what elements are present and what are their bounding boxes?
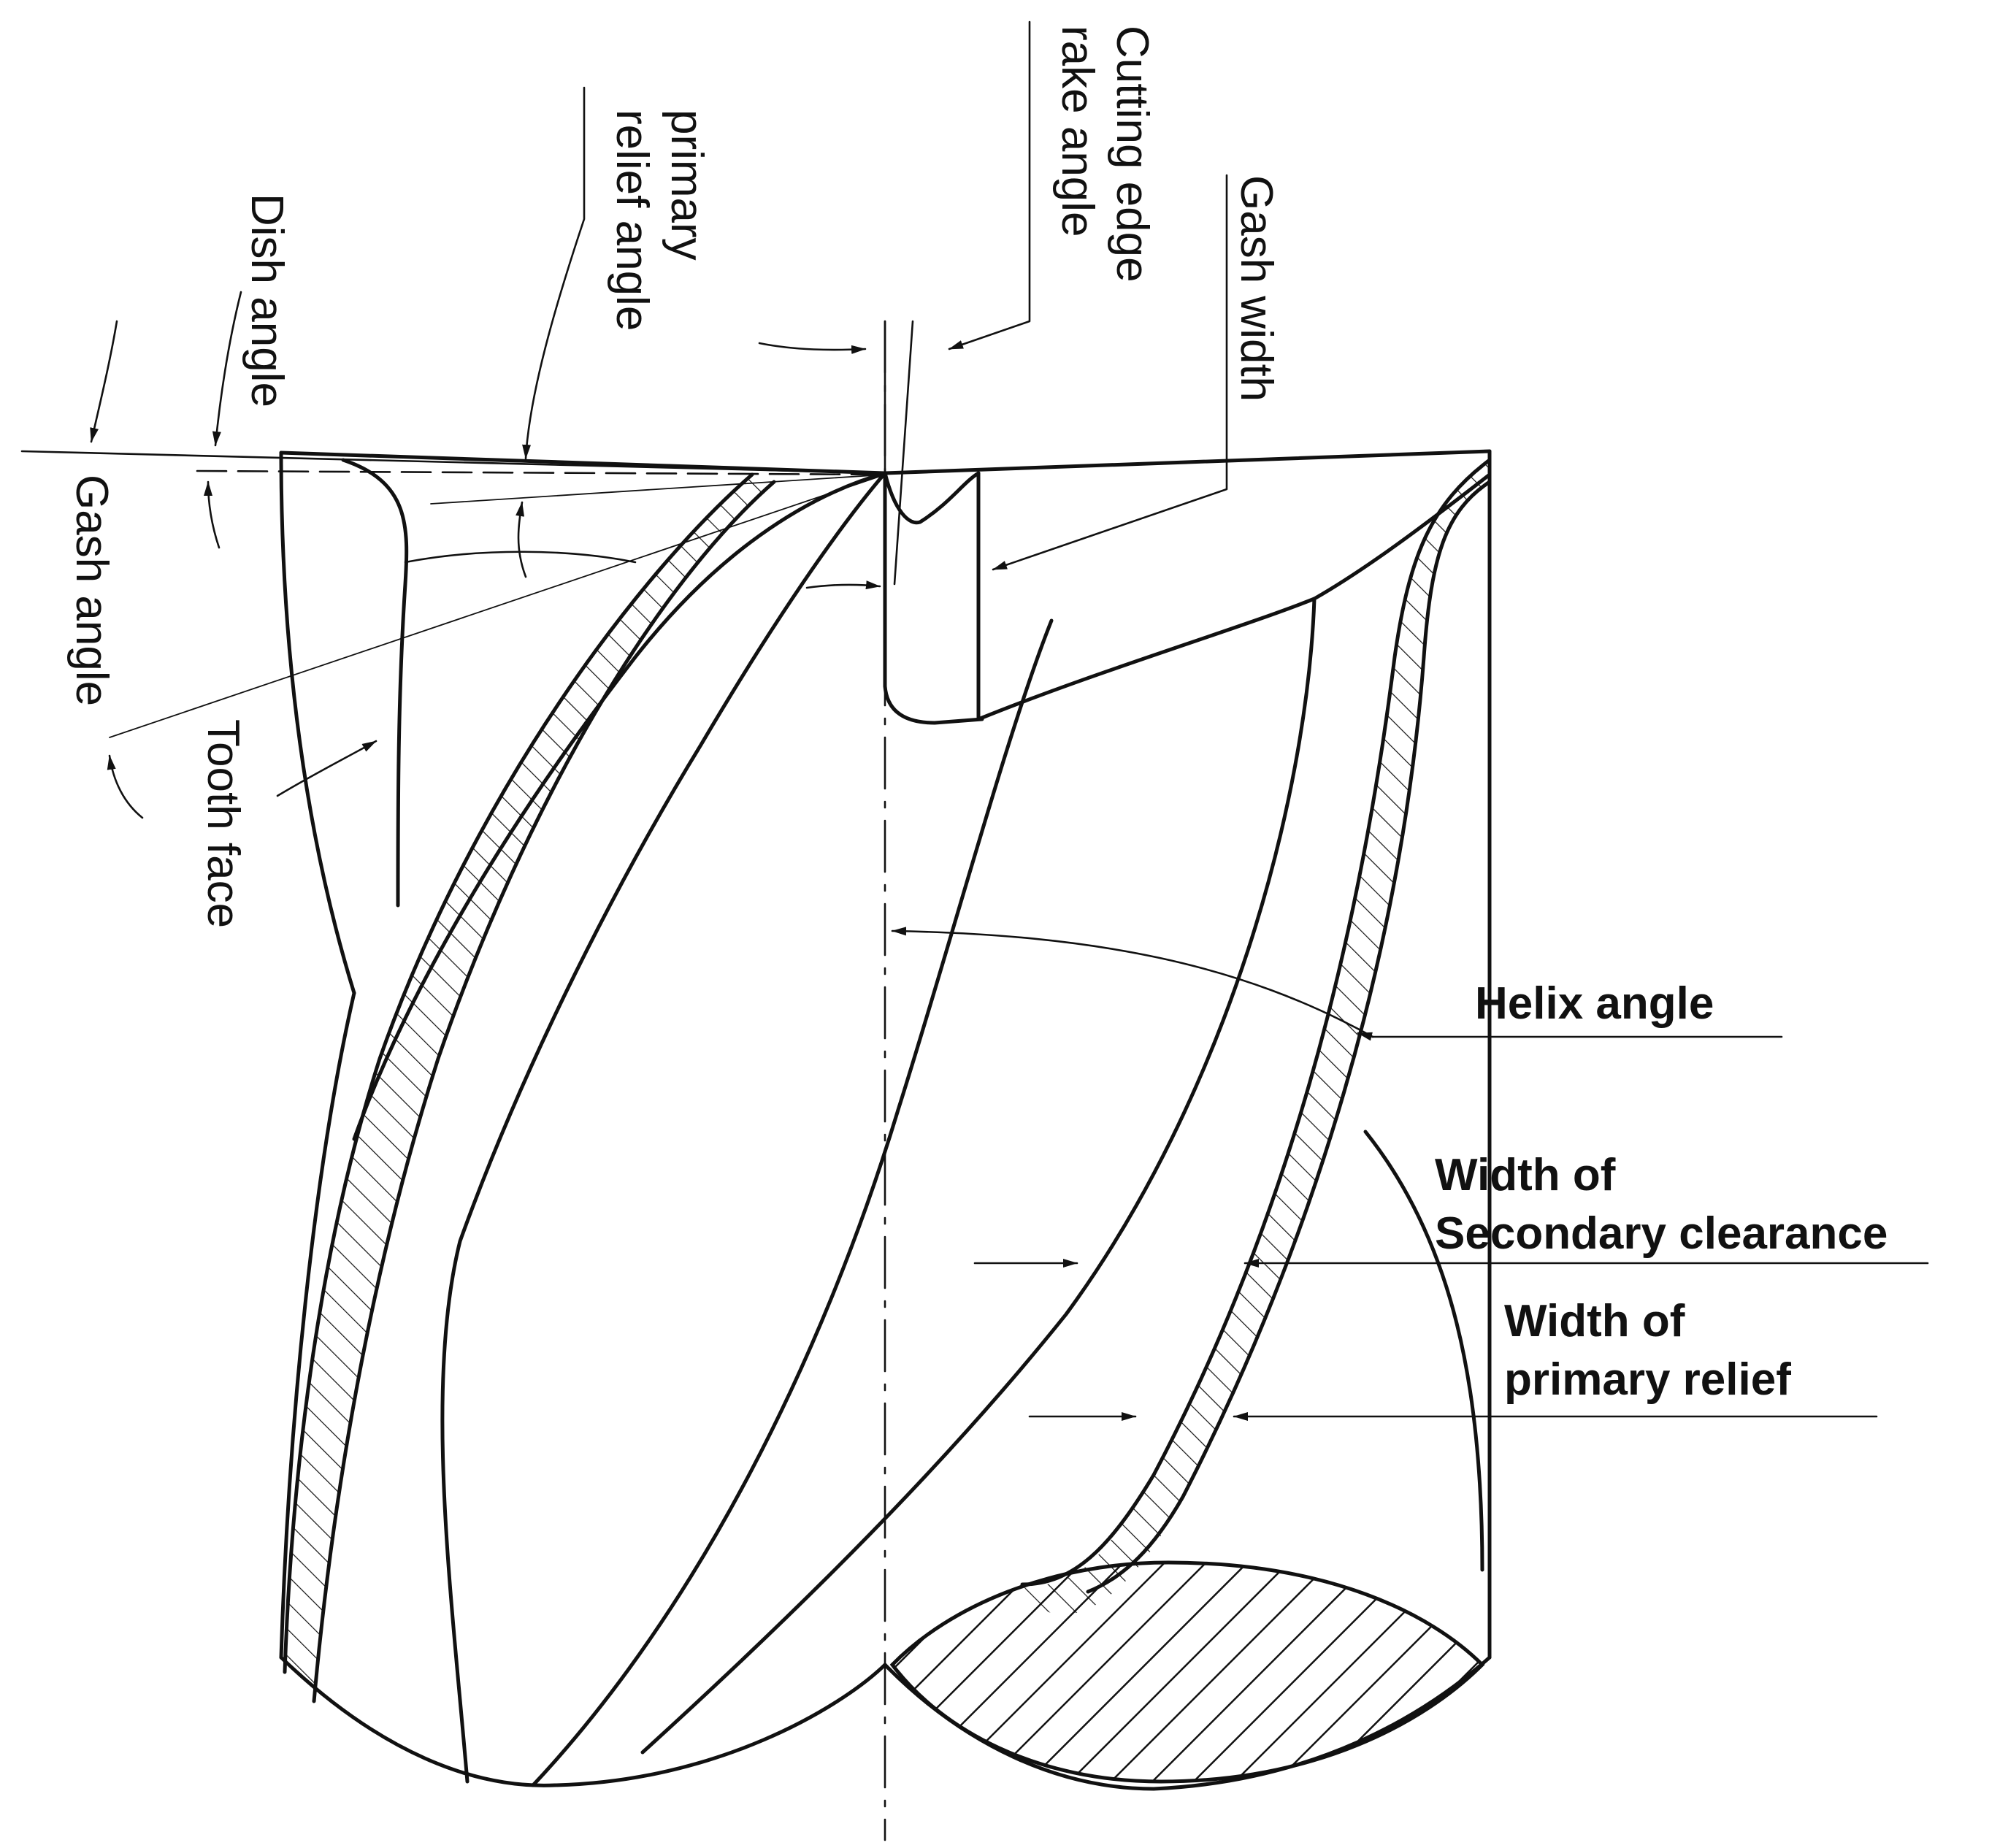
label-cutting-edge-line1: Cutting edge (1107, 26, 1157, 283)
dimension-arrows (90, 20, 1929, 1421)
label-secondary-clearance-line2: Secondary clearance (1435, 1208, 1888, 1259)
label-tooth-face: Tooth face (198, 719, 248, 928)
label-helix-angle: Helix angle (1475, 978, 1714, 1029)
label-dish-angle: Dish angle (242, 193, 292, 407)
label-gash-width: Gash width (1231, 175, 1281, 402)
gash-region (341, 458, 637, 908)
label-primary-relief-line1: primary (662, 110, 712, 261)
label-cutting-edge-line2: rake angle (1052, 26, 1103, 237)
reference-lines (20, 320, 914, 738)
label-secondary-clearance-line1: Width of (1435, 1150, 1616, 1200)
label-primary-relief-width-line2: primary relief (1504, 1354, 1791, 1405)
cross-section (889, 1560, 1485, 1784)
labels: Cutting edge rake angle primary relief a… (66, 26, 1888, 1405)
label-gash-angle: Gash angle (66, 475, 117, 706)
label-primary-relief-width-line1: Width of (1504, 1296, 1685, 1346)
right-flute (640, 458, 1492, 1755)
label-primary-relief-line2: relief angle (607, 110, 657, 331)
